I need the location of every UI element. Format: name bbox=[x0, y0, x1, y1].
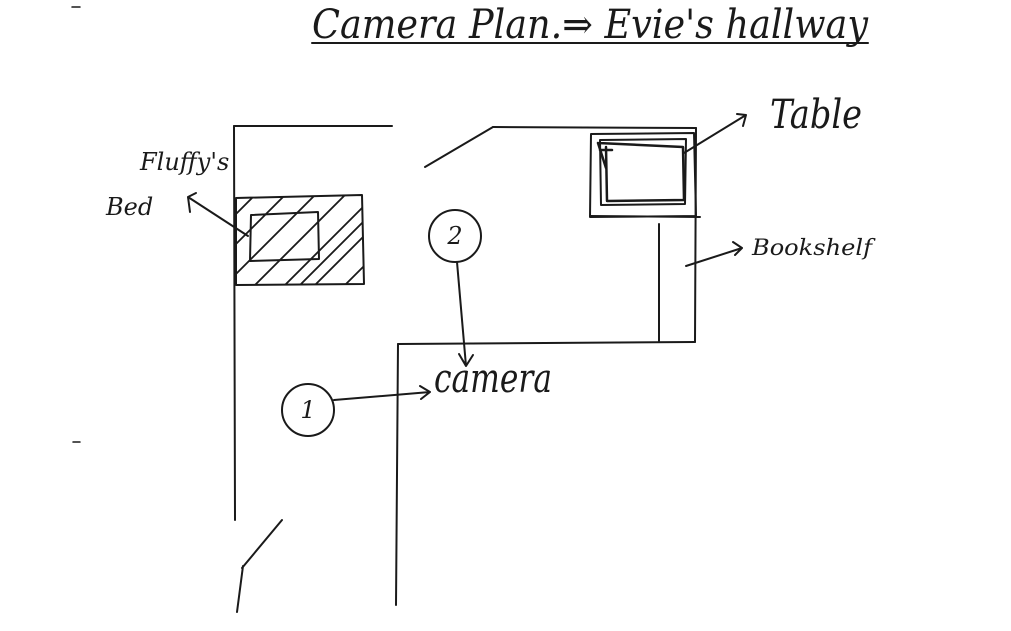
camera-marker-1-circle bbox=[281, 383, 335, 437]
fluffys-bed bbox=[235, 194, 365, 286]
bed-inner-cushion bbox=[249, 211, 320, 262]
wall-inner-vertical bbox=[395, 343, 399, 606]
table-label: Table bbox=[770, 92, 862, 138]
fluffys-bed-label-line1: Fluffy's bbox=[139, 148, 229, 176]
table bbox=[589, 132, 701, 218]
hallway-walls bbox=[233, 125, 697, 613]
table-top bbox=[596, 141, 686, 203]
camera-label: camera bbox=[434, 356, 552, 402]
wall-inner-horizontal bbox=[397, 341, 696, 345]
wall-right bbox=[694, 127, 697, 343]
bed-outline bbox=[235, 194, 365, 286]
plan-title: Camera Plan.⇒ Evie's hallway bbox=[312, 2, 869, 48]
bookshelf-arrow bbox=[685, 241, 743, 267]
wall-top-diagonal bbox=[424, 126, 494, 168]
wall-top-right bbox=[492, 126, 697, 129]
bookshelf-label: Bookshelf bbox=[751, 236, 876, 261]
camera-marker-1-number: 1 bbox=[300, 396, 315, 424]
camera-marker-1-arrow bbox=[333, 385, 431, 401]
camera-marker-2-circle bbox=[428, 209, 482, 263]
fluffys-bed-label-line2: Bed bbox=[105, 193, 153, 221]
camera-marker-2-number: 2 bbox=[446, 222, 462, 250]
table-ledge bbox=[589, 215, 701, 218]
table-inner bbox=[599, 138, 687, 206]
camera-marker-2-arrow bbox=[456, 261, 474, 367]
fluffys-bed-arrow bbox=[187, 192, 249, 237]
door-line bbox=[236, 519, 283, 613]
wall-left bbox=[233, 125, 236, 521]
bed-hatching bbox=[236, 195, 364, 285]
table-arrow bbox=[683, 113, 747, 154]
